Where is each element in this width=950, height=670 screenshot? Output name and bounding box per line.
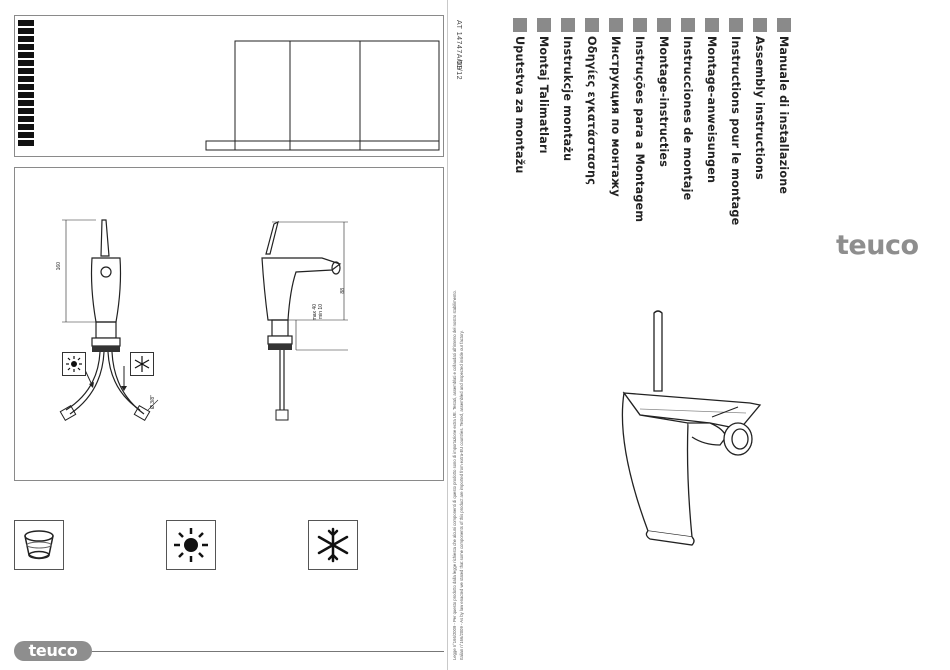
language-title: Instrukcje montażu [561, 36, 574, 162]
snowflake-icon [317, 527, 349, 563]
language-title: Instruções para a Montagem [633, 36, 646, 223]
language-title: Instructions pour le montage [729, 36, 742, 226]
sun-icon [174, 528, 208, 562]
barcode [18, 20, 38, 150]
language-item-11: Uputstva za montažu [513, 18, 531, 174]
legal-note-it: Legge n°166/2009 - Per questo prodotto d… [452, 290, 457, 660]
language-item-4: Instrucciones de montaje [681, 18, 699, 200]
gasket-icon [24, 530, 54, 560]
doc-code-ref: AT 14747A/09 [455, 20, 462, 71]
language-title: Uputstva za montažu [513, 36, 526, 174]
snowflake-icon [134, 356, 150, 372]
sun-icon [66, 356, 82, 372]
language-marker [777, 18, 791, 32]
language-marker [657, 18, 671, 32]
doc-code-date: 01/12 [455, 60, 462, 81]
front-height-label: 160 [56, 262, 62, 271]
brand-logo: teuco [836, 230, 919, 261]
language-title: Montaj Talimatları [537, 36, 550, 154]
language-item-2: Instructions pour le montage [729, 18, 747, 225]
page-fold-line [447, 0, 448, 670]
language-title: Montage-anweisungen [705, 36, 718, 184]
language-title: Instrucciones de montaje [681, 36, 694, 201]
spout-height-label: 88 [340, 288, 346, 294]
language-marker [729, 18, 743, 32]
language-marker [585, 18, 599, 32]
legal-note-en: Italian n°166/2009 - As by law enacted w… [459, 330, 464, 660]
deck-min-label: min 10 [318, 304, 324, 320]
language-title: Assembly instructions [753, 36, 766, 180]
language-marker [537, 18, 551, 32]
brand-rule [92, 651, 444, 652]
language-item-10: Montaj Talimatları [537, 18, 555, 154]
language-marker [633, 18, 647, 32]
language-marker [753, 18, 767, 32]
spec-table [205, 40, 440, 151]
spec-panel [14, 15, 444, 157]
hose-diameter-label: Ø 3/8" [150, 395, 156, 410]
language-item-1: Assembly instructions [753, 18, 771, 180]
language-title: Manuale di installazione [777, 36, 790, 195]
brand-logo-small: teuco [14, 641, 92, 661]
front-view-drawing [59, 219, 159, 422]
language-item-5: Montage-instructies [657, 18, 675, 167]
language-marker [561, 18, 575, 32]
language-marker [513, 18, 527, 32]
cold-indicator-box [130, 352, 154, 376]
cold-water-icon-box [308, 520, 358, 570]
hot-indicator-box [62, 352, 86, 376]
language-item-9: Instrukcje montażu [561, 18, 579, 161]
language-title: Montage-instructies [657, 36, 670, 168]
language-marker [705, 18, 719, 32]
faucet-illustration [621, 310, 762, 546]
language-title: Οδηγίες εγκατάστασης [585, 36, 598, 186]
language-marker [609, 18, 623, 32]
language-item-0: Manuale di installazione [777, 18, 795, 194]
language-item-7: Инструкция по монтажу [609, 18, 627, 197]
hot-water-icon-box [166, 520, 216, 570]
language-marker [681, 18, 695, 32]
gasket-icon-box [14, 520, 64, 570]
language-item-6: Instruções para a Montagem [633, 18, 651, 222]
language-title: Инструкция по монтажу [609, 36, 622, 197]
side-view-drawing [261, 220, 348, 421]
language-item-8: Οδηγίες εγκατάστασης [585, 18, 603, 185]
language-item-3: Montage-anweisungen [705, 18, 723, 183]
drawing-panel [14, 167, 444, 481]
